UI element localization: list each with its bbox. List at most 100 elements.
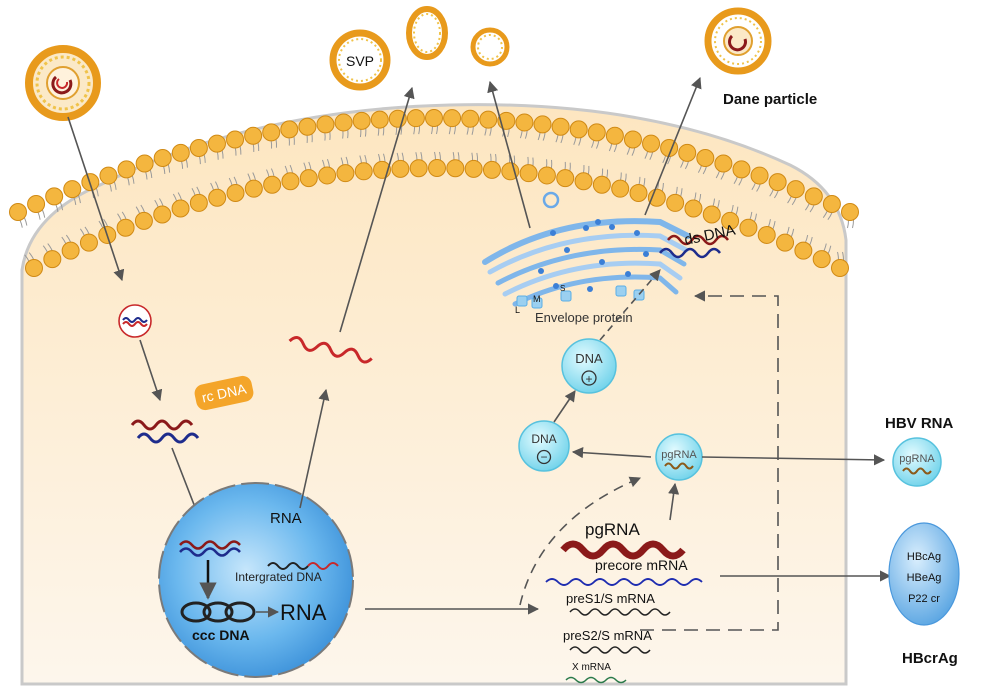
- lipid-head: [189, 139, 208, 158]
- lipid-head: [99, 166, 118, 185]
- lipid-head: [574, 172, 593, 191]
- pgrna-transcript-strand: [560, 540, 686, 560]
- lipid-head: [352, 111, 371, 130]
- pgrna-circle-label: pgRNA: [661, 449, 697, 461]
- lipid-head: [63, 180, 82, 199]
- hbcrag-oval: HBcAg HBeAg P22 cr: [888, 522, 960, 626]
- dnaminus-to-dnaplus-arrow: [553, 390, 576, 423]
- precore-mrna-label: precore mRNA: [595, 557, 688, 573]
- cell-membrane: [9, 109, 859, 277]
- lipid-head: [750, 166, 769, 185]
- lipid-head: [281, 172, 300, 191]
- lipid-head: [678, 143, 697, 162]
- lipid-head: [519, 164, 538, 183]
- integrated-rna-strand: [288, 336, 373, 364]
- lipid-head: [61, 241, 80, 260]
- lipid-head: [822, 195, 841, 214]
- lipid-head: [831, 259, 849, 277]
- spherical-particle: [470, 27, 510, 67]
- lipid-head: [207, 134, 226, 153]
- nuclear-rc-dna: [179, 540, 241, 557]
- lipid-head: [244, 126, 263, 145]
- er-s-label: S: [560, 284, 565, 293]
- entering-virion: [25, 45, 101, 121]
- cytoplasm: [20, 103, 848, 686]
- lipid-head: [647, 188, 666, 207]
- lipid-head: [443, 109, 462, 128]
- svp-release-arrow: [339, 86, 415, 333]
- ds-dna-strands: [659, 234, 729, 259]
- precore-mrna-strand: [545, 578, 703, 586]
- lipid-head: [605, 126, 624, 145]
- lipid-head: [299, 169, 318, 188]
- lipid-head: [482, 160, 501, 179]
- lipid-head: [354, 162, 373, 181]
- lipid-head: [226, 184, 245, 202]
- lipid-head: [714, 154, 733, 173]
- lipid-head: [43, 250, 62, 269]
- lipid-head: [79, 233, 98, 252]
- lipid-head: [587, 123, 606, 142]
- lipid-head: [280, 120, 299, 139]
- lipid-head: [623, 130, 642, 149]
- lipid-head: [171, 199, 190, 218]
- pres1-mrna-label: preS1/S mRNA: [566, 591, 655, 606]
- lipid-head: [45, 187, 64, 206]
- rc-dna-badge: rc DNA: [194, 375, 254, 411]
- lipid-head: [116, 218, 135, 237]
- lipid-head: [732, 160, 751, 179]
- er-m-label: M: [533, 294, 541, 304]
- lipid-head: [25, 259, 43, 277]
- lipid-head: [464, 159, 483, 178]
- lipid-head: [244, 179, 263, 198]
- lipid-head: [262, 123, 281, 142]
- ccc-dna-label: ccc DNA: [192, 627, 250, 643]
- lipid-head: [388, 109, 407, 128]
- mrna-to-er-dashed-path: [640, 290, 779, 631]
- transcript-to-pgrna-arrow: [668, 482, 680, 521]
- lipid-head: [794, 241, 813, 260]
- x-mrna-label: X mRNA: [572, 662, 611, 673]
- hbcag-label: HBcAg: [907, 551, 941, 563]
- p22cr-label: P22 cr: [908, 593, 940, 605]
- lipid-head: [153, 205, 172, 224]
- lipid-head: [446, 159, 465, 178]
- lipid-head: [684, 199, 703, 218]
- cell: [20, 103, 848, 686]
- hbv-rna-label: HBV RNA: [885, 415, 954, 432]
- hbv-rna-circle: pgRNA: [892, 437, 942, 487]
- lipid-head: [776, 233, 795, 252]
- hbv-rna-circle-label: pgRNA: [899, 453, 935, 465]
- nucleus: [158, 482, 354, 678]
- lipid-head: [642, 134, 661, 153]
- lipid-head: [425, 109, 443, 127]
- lipid-head: [208, 188, 227, 207]
- minus-sign: −: [540, 450, 547, 464]
- lipid-head: [666, 193, 685, 212]
- nucleus-rna-export-arrow: [299, 388, 330, 509]
- entry-arrow: [67, 116, 125, 282]
- lipid-head: [533, 115, 552, 134]
- dna-minus-circle: DNA −: [518, 420, 570, 472]
- svp-label: SVP: [346, 53, 374, 69]
- hbcrag-label: HBcrAg: [902, 650, 958, 667]
- upper-rna-label: RNA: [270, 510, 302, 527]
- lipid-head: [406, 109, 425, 128]
- lipid-head: [702, 205, 721, 224]
- lipid-head: [153, 148, 172, 167]
- plus-sign: +: [585, 372, 592, 386]
- lipid-head: [841, 203, 859, 221]
- lipid-head: [316, 115, 335, 134]
- lipid-head: [515, 113, 534, 132]
- pgrna-transcript-label: pgRNA: [585, 520, 640, 539]
- lipid-head: [298, 117, 317, 136]
- lipid-head: [569, 120, 588, 139]
- pgrna-to-dnaminus-arrow: [571, 447, 652, 459]
- subviral-release-arrow: [487, 80, 531, 229]
- dane-release-arrow: [644, 76, 702, 216]
- lipid-head: [479, 110, 498, 129]
- lipid-head: [461, 109, 480, 128]
- er-l-label: L: [515, 305, 520, 315]
- nucleus-rna-label: RNA: [280, 600, 327, 625]
